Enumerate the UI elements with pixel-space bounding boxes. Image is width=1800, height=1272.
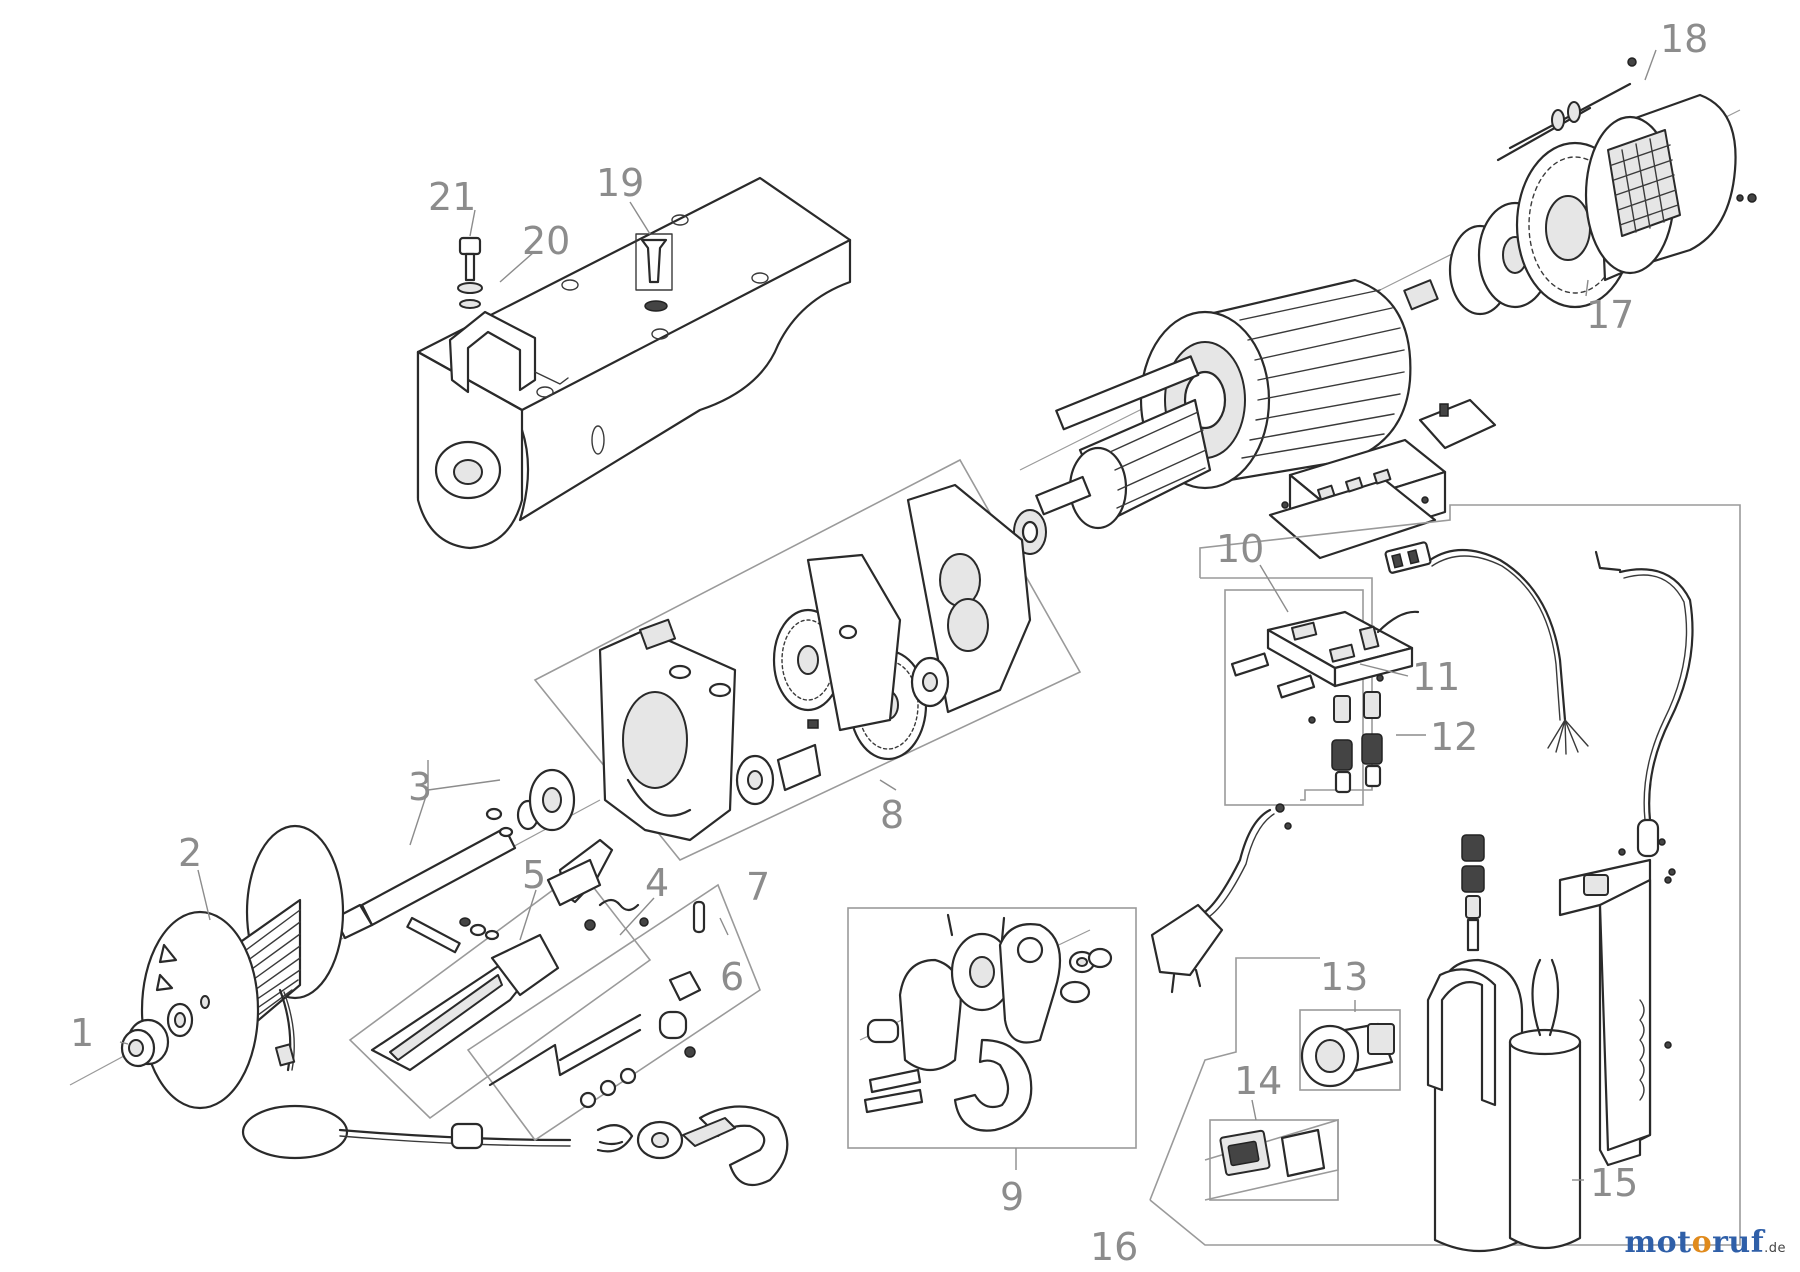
label-12: 12: [1430, 715, 1478, 759]
label-3: 3: [408, 765, 432, 809]
brand-tld: .de: [1764, 1241, 1786, 1256]
switch-box-group: [1200, 541, 1589, 806]
label-6: 6: [720, 955, 744, 999]
label-14: 14: [1234, 1059, 1282, 1103]
label-5: 5: [522, 853, 546, 897]
label-9: 9: [1000, 1175, 1024, 1219]
brand-watermark: motoruf.de: [1624, 1225, 1786, 1260]
label-8: 8: [880, 793, 904, 837]
label-1: 1: [70, 1011, 94, 1055]
label-11: 11: [1412, 655, 1460, 699]
label-2: 2: [178, 831, 202, 875]
label-7: 7: [746, 865, 770, 909]
label-4: 4: [645, 861, 669, 905]
cable-drum: [120, 824, 789, 1187]
mounting-bracket-housing: [416, 176, 852, 550]
leader-lines: [119, 49, 1657, 1181]
label-10: 10: [1216, 527, 1264, 571]
spring-rod-group: [466, 883, 761, 1142]
lever-group: [348, 838, 652, 1120]
label-16: 16: [1090, 1225, 1138, 1269]
brand-part-1: mot: [1624, 1225, 1692, 1260]
hook-block-group: [847, 907, 1137, 1149]
brand-part-2: o: [1691, 1225, 1713, 1260]
pendant-control-group: [1149, 834, 1672, 1253]
label-15: 15: [1590, 1161, 1638, 1205]
label-18: 18: [1660, 17, 1708, 61]
label-17: 17: [1586, 293, 1634, 337]
pendant-cable: [1149, 504, 1741, 1246]
label-13: 13: [1320, 955, 1368, 999]
part-labels: 1 2 3 4 5 6 7 8 9 10 11 12 13 14 15 16 1…: [70, 17, 1708, 1269]
motor-assembly: [1013, 109, 1741, 560]
power-plug: [1150, 803, 1292, 994]
label-19: 19: [596, 161, 644, 205]
drive-shaft: [69, 768, 601, 1086]
gearbox-group: [533, 458, 1082, 861]
fan-and-cover-assembly: [1403, 57, 1757, 316]
label-21: 21: [428, 175, 476, 219]
label-20: 20: [522, 219, 570, 263]
brand-part-3: ruf: [1712, 1225, 1765, 1260]
